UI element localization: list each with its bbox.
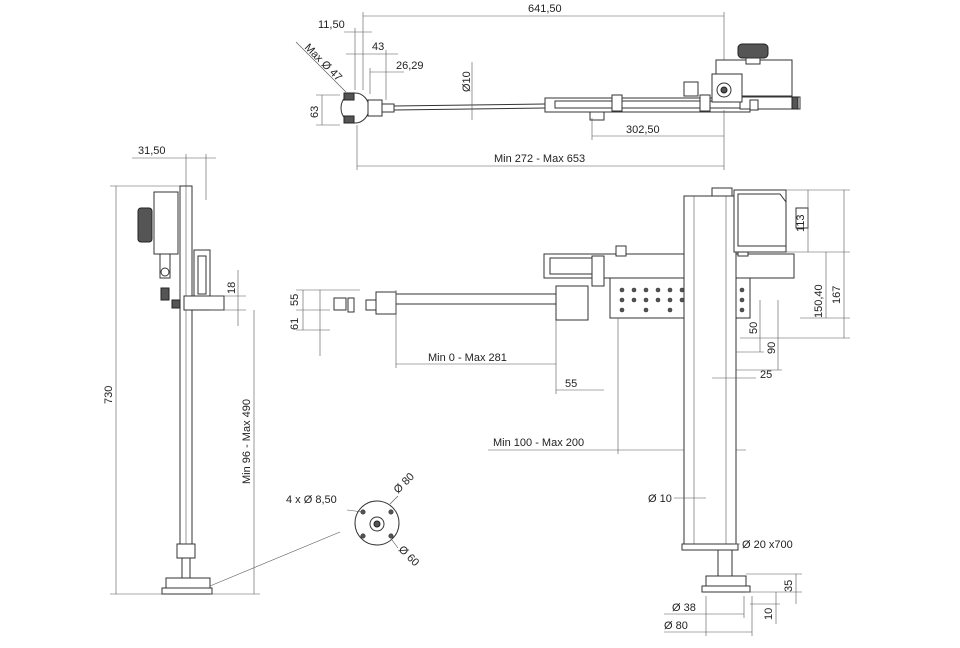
dim-reach-range: Min 272 - Max 653 bbox=[494, 153, 585, 165]
dim-column-offset: Min 100 - Max 200 bbox=[493, 437, 584, 449]
dim-block-90: 90 bbox=[766, 342, 778, 354]
side-view: 31,50 730 18 Min 96 - Max 490 bbox=[103, 145, 341, 595]
dim-arm-extension: Min 0 - Max 281 bbox=[428, 352, 507, 364]
dim-front-rod-diameter: Ø 10 bbox=[648, 493, 672, 505]
dim-arm-height-range: Min 96 - Max 490 bbox=[241, 399, 253, 484]
dim-foot-diameter: Ø 80 bbox=[664, 620, 688, 632]
dim-rod-diameter: Ø10 bbox=[461, 71, 473, 92]
dim-base-holes: 4 x Ø 8,50 bbox=[286, 494, 337, 506]
dim-head-total: 167 bbox=[831, 286, 843, 304]
dim-total-height: 730 bbox=[103, 386, 115, 404]
front-view: 55 61 Min 0 - Max 281 55 bbox=[289, 187, 850, 636]
dim-foot-stem: Ø 38 bbox=[672, 602, 696, 614]
dim-top-offset: 31,50 bbox=[138, 145, 166, 157]
dim-column-spec: Ø 20 x700 bbox=[742, 539, 793, 551]
base-detail: 4 x Ø 8,50 Ø 80 Ø 60 bbox=[286, 471, 421, 569]
dim-overall-length: 641,50 bbox=[528, 3, 562, 15]
dim-column-offset-25: 25 bbox=[760, 369, 772, 381]
dim-slide-length: 302,50 bbox=[626, 124, 660, 136]
dim-foot-base: 10 bbox=[763, 608, 775, 620]
dim-foot-height: 35 bbox=[783, 580, 795, 592]
dim-offset-small: 11,50 bbox=[318, 19, 345, 31]
dim-clamp-width: 43 bbox=[372, 41, 384, 53]
dim-bracket-height: 18 bbox=[226, 282, 238, 294]
dim-head-mid: 150,40 bbox=[813, 284, 825, 318]
dim-clamp-height: 63 bbox=[309, 106, 321, 118]
top-view: 641,50 11,50 43 26,29 Max Ø 47 63 Ø10 bbox=[295, 3, 801, 170]
dim-base-bolt-circle: Ø 60 bbox=[396, 544, 421, 569]
dim-head-height: 113 bbox=[795, 214, 807, 232]
dim-arm-top: 55 bbox=[289, 294, 301, 306]
dim-clamp-max-diameter: Max Ø 47 bbox=[302, 42, 344, 84]
dim-block-50: 50 bbox=[748, 322, 760, 334]
dim-base-outer-diameter: Ø 80 bbox=[392, 471, 417, 496]
dim-clamp-depth: 26,29 bbox=[396, 60, 424, 72]
dim-arm-step: 55 bbox=[565, 378, 577, 390]
dim-arm-bottom: 61 bbox=[289, 318, 301, 330]
